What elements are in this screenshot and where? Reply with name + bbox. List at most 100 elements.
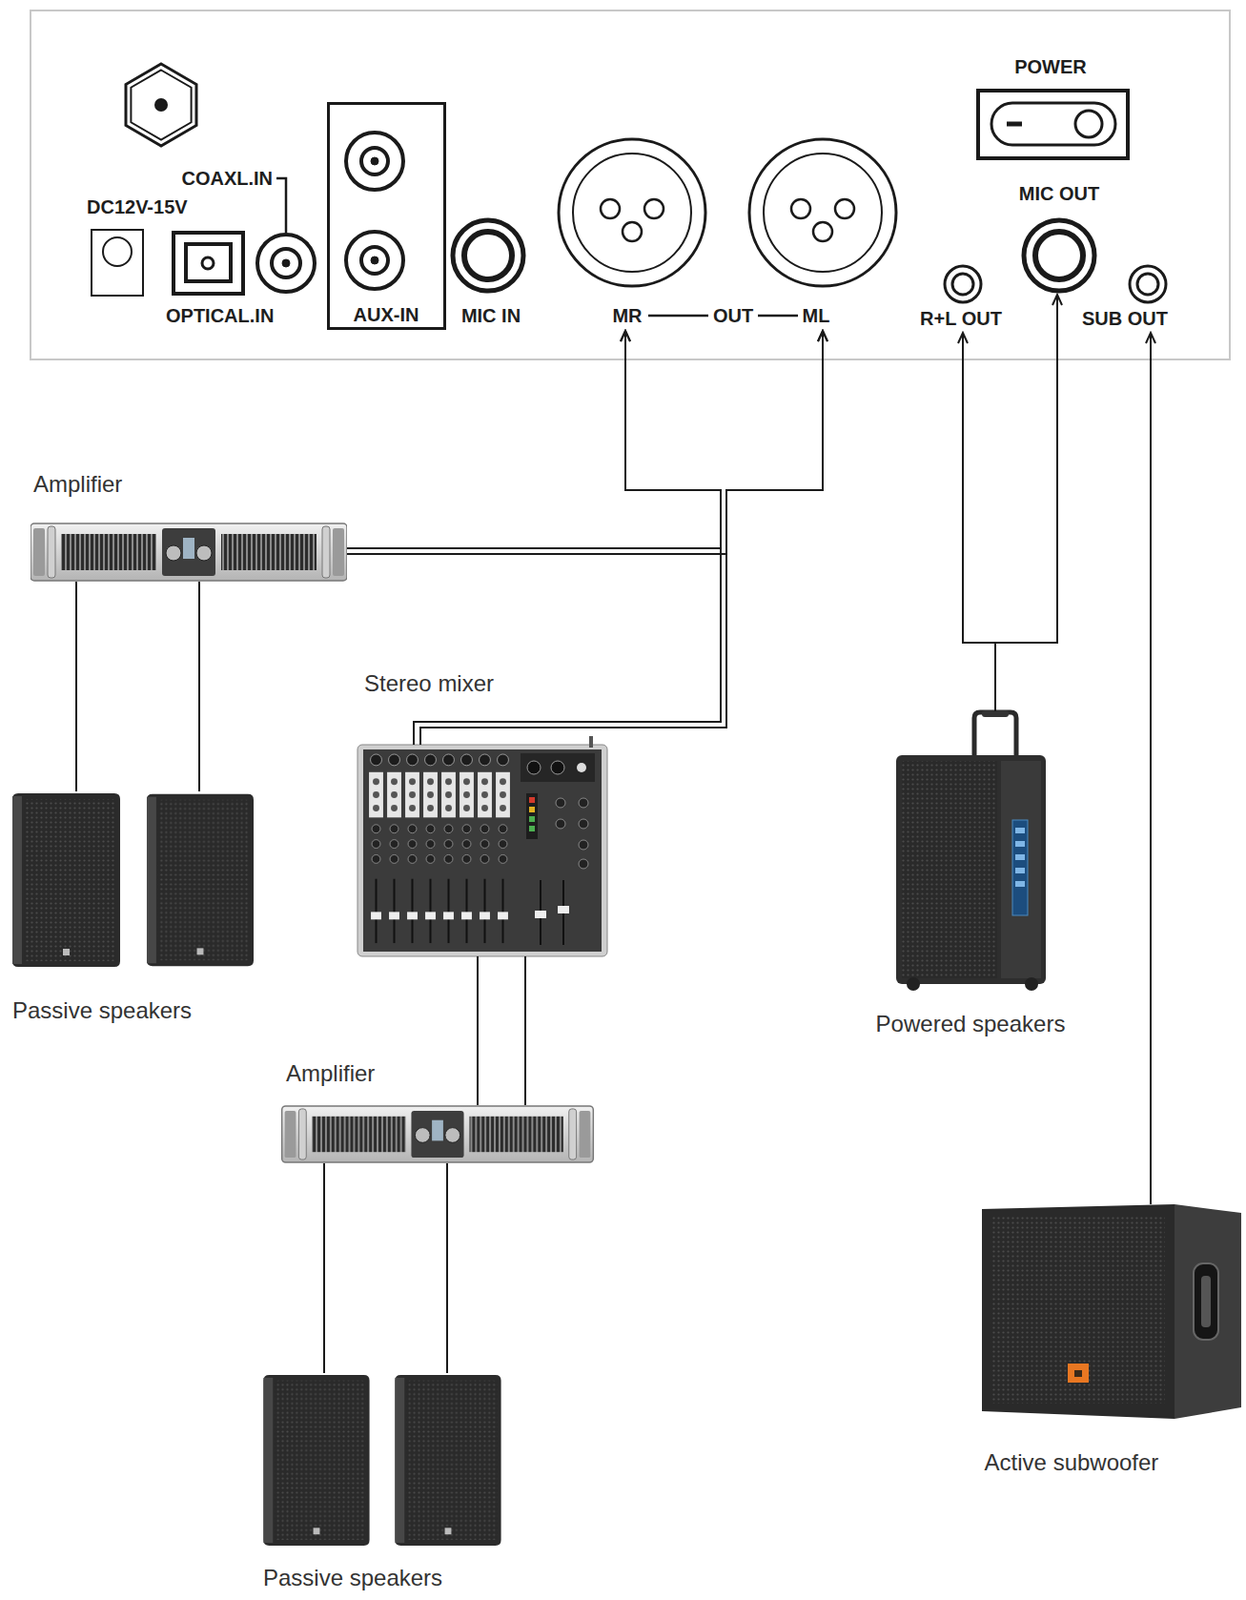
power-switch <box>1006 122 1022 127</box>
coaxial-nut <box>125 63 197 146</box>
powered-speaker-illustration <box>1015 880 1025 887</box>
small-jack <box>1137 273 1159 295</box>
port-label: MR <box>612 304 642 327</box>
cable <box>476 956 479 1105</box>
device-label: Powered speakers <box>876 1010 1066 1038</box>
subwoofer-illustration <box>1193 1263 1219 1340</box>
device-label: Stereo mixer <box>364 670 494 697</box>
mixer-illustration <box>578 818 589 829</box>
dc-jack <box>102 237 132 266</box>
stereo-mixer: Stereo mixer <box>357 744 608 957</box>
speaker-illustration <box>146 794 254 966</box>
jack-output: SUB OUT <box>1084 263 1190 330</box>
port-label: AUX-IN <box>353 303 420 327</box>
xlr-jack <box>558 139 897 286</box>
xlr-jack <box>791 199 811 219</box>
powered-speaker-illustration <box>906 977 920 991</box>
mixer-illustration <box>576 762 587 773</box>
xlr-jack <box>749 139 897 286</box>
small-jack <box>944 265 981 303</box>
cable <box>1149 332 1152 1205</box>
rca-jack <box>361 147 389 175</box>
amplifier: Amplifier <box>30 522 348 582</box>
coax-jack <box>282 259 290 267</box>
mixer-illustration <box>357 744 608 957</box>
speaker-pair: Passive speakers <box>10 791 256 968</box>
cable <box>347 330 721 549</box>
rca-jack <box>370 256 379 265</box>
speaker-illustration <box>263 1374 369 1546</box>
mixer-illustration <box>405 754 420 943</box>
mixer-illustration <box>357 735 608 957</box>
mixer-illustration <box>520 753 595 782</box>
powered-speaker-illustration <box>1024 977 1039 991</box>
panel-outline <box>30 10 1230 360</box>
coax-jack <box>257 234 315 292</box>
device-label: Amplifier <box>33 470 123 498</box>
device-label: Passive speakers <box>12 997 192 1024</box>
cable <box>995 294 1058 712</box>
mixer-illustration <box>589 735 593 748</box>
port-label: POWER <box>1014 55 1087 79</box>
optical-jack <box>202 257 214 269</box>
speaker-illustration <box>12 793 121 967</box>
mixer-illustration <box>368 754 384 943</box>
mixer-illustration <box>527 760 541 775</box>
optical-jack <box>185 244 231 282</box>
mixer-illustration <box>423 754 438 943</box>
rca-jack <box>346 231 404 289</box>
xlr-jack <box>644 199 664 219</box>
mixer-illustration <box>529 825 535 832</box>
port-label: R+L OUT <box>919 306 1002 330</box>
xlr-jack <box>558 139 706 286</box>
dc-jack <box>91 229 143 296</box>
mixer-illustration <box>578 839 589 850</box>
mic-out-jack <box>1023 220 1095 291</box>
power-switch <box>1075 110 1103 138</box>
speaker-illustration <box>394 1374 501 1546</box>
rca-jack <box>346 132 404 190</box>
subwoofer-illustration <box>1174 1204 1242 1419</box>
coaxial-nut <box>130 70 191 141</box>
power-switch-box: POWER <box>976 88 1130 161</box>
powered-speaker-illustration <box>901 760 998 979</box>
xlr-jack <box>572 153 692 272</box>
power-switch <box>991 102 1116 145</box>
cable <box>524 956 527 1105</box>
powered-speaker-illustration <box>1015 854 1025 860</box>
coax-jack <box>276 178 286 233</box>
device-label: Active subwoofer <box>984 1449 1160 1476</box>
mixer-illustration <box>529 816 535 822</box>
active-subwoofer: Active subwoofer <box>981 1204 1242 1419</box>
coaxial-nut <box>125 63 197 146</box>
jack-output: MIC OUT <box>1016 177 1103 292</box>
subwoofer-illustration <box>981 1204 1242 1419</box>
powered-speaker: Powered speakers <box>896 711 1046 992</box>
port-label: SUB OUT <box>1082 306 1168 330</box>
mixer-illustration <box>529 806 535 813</box>
small-jack <box>1129 265 1166 303</box>
dc-jack <box>91 229 143 296</box>
powered-speaker-illustration <box>1015 840 1025 847</box>
out-bracket-line <box>757 314 798 318</box>
xlr-jack <box>835 199 855 219</box>
mixer-illustration <box>578 797 589 808</box>
cable <box>198 581 201 792</box>
coax-jack <box>271 248 301 278</box>
port-label: OUT <box>713 304 754 327</box>
cable <box>347 330 823 554</box>
small-jack <box>944 265 1166 303</box>
cable <box>446 1163 449 1373</box>
rca-jack <box>346 132 404 289</box>
amplifier-illustration <box>30 523 348 581</box>
mic-out-jack <box>1023 220 1095 291</box>
small-jack <box>952 273 974 295</box>
mixer-illustration <box>363 749 602 952</box>
amplifier: Amplifier <box>280 1104 595 1164</box>
xlr-jack <box>813 222 833 242</box>
mixer-illustration <box>555 818 566 829</box>
rca-jack <box>370 157 379 165</box>
mixer-illustration <box>526 793 538 839</box>
